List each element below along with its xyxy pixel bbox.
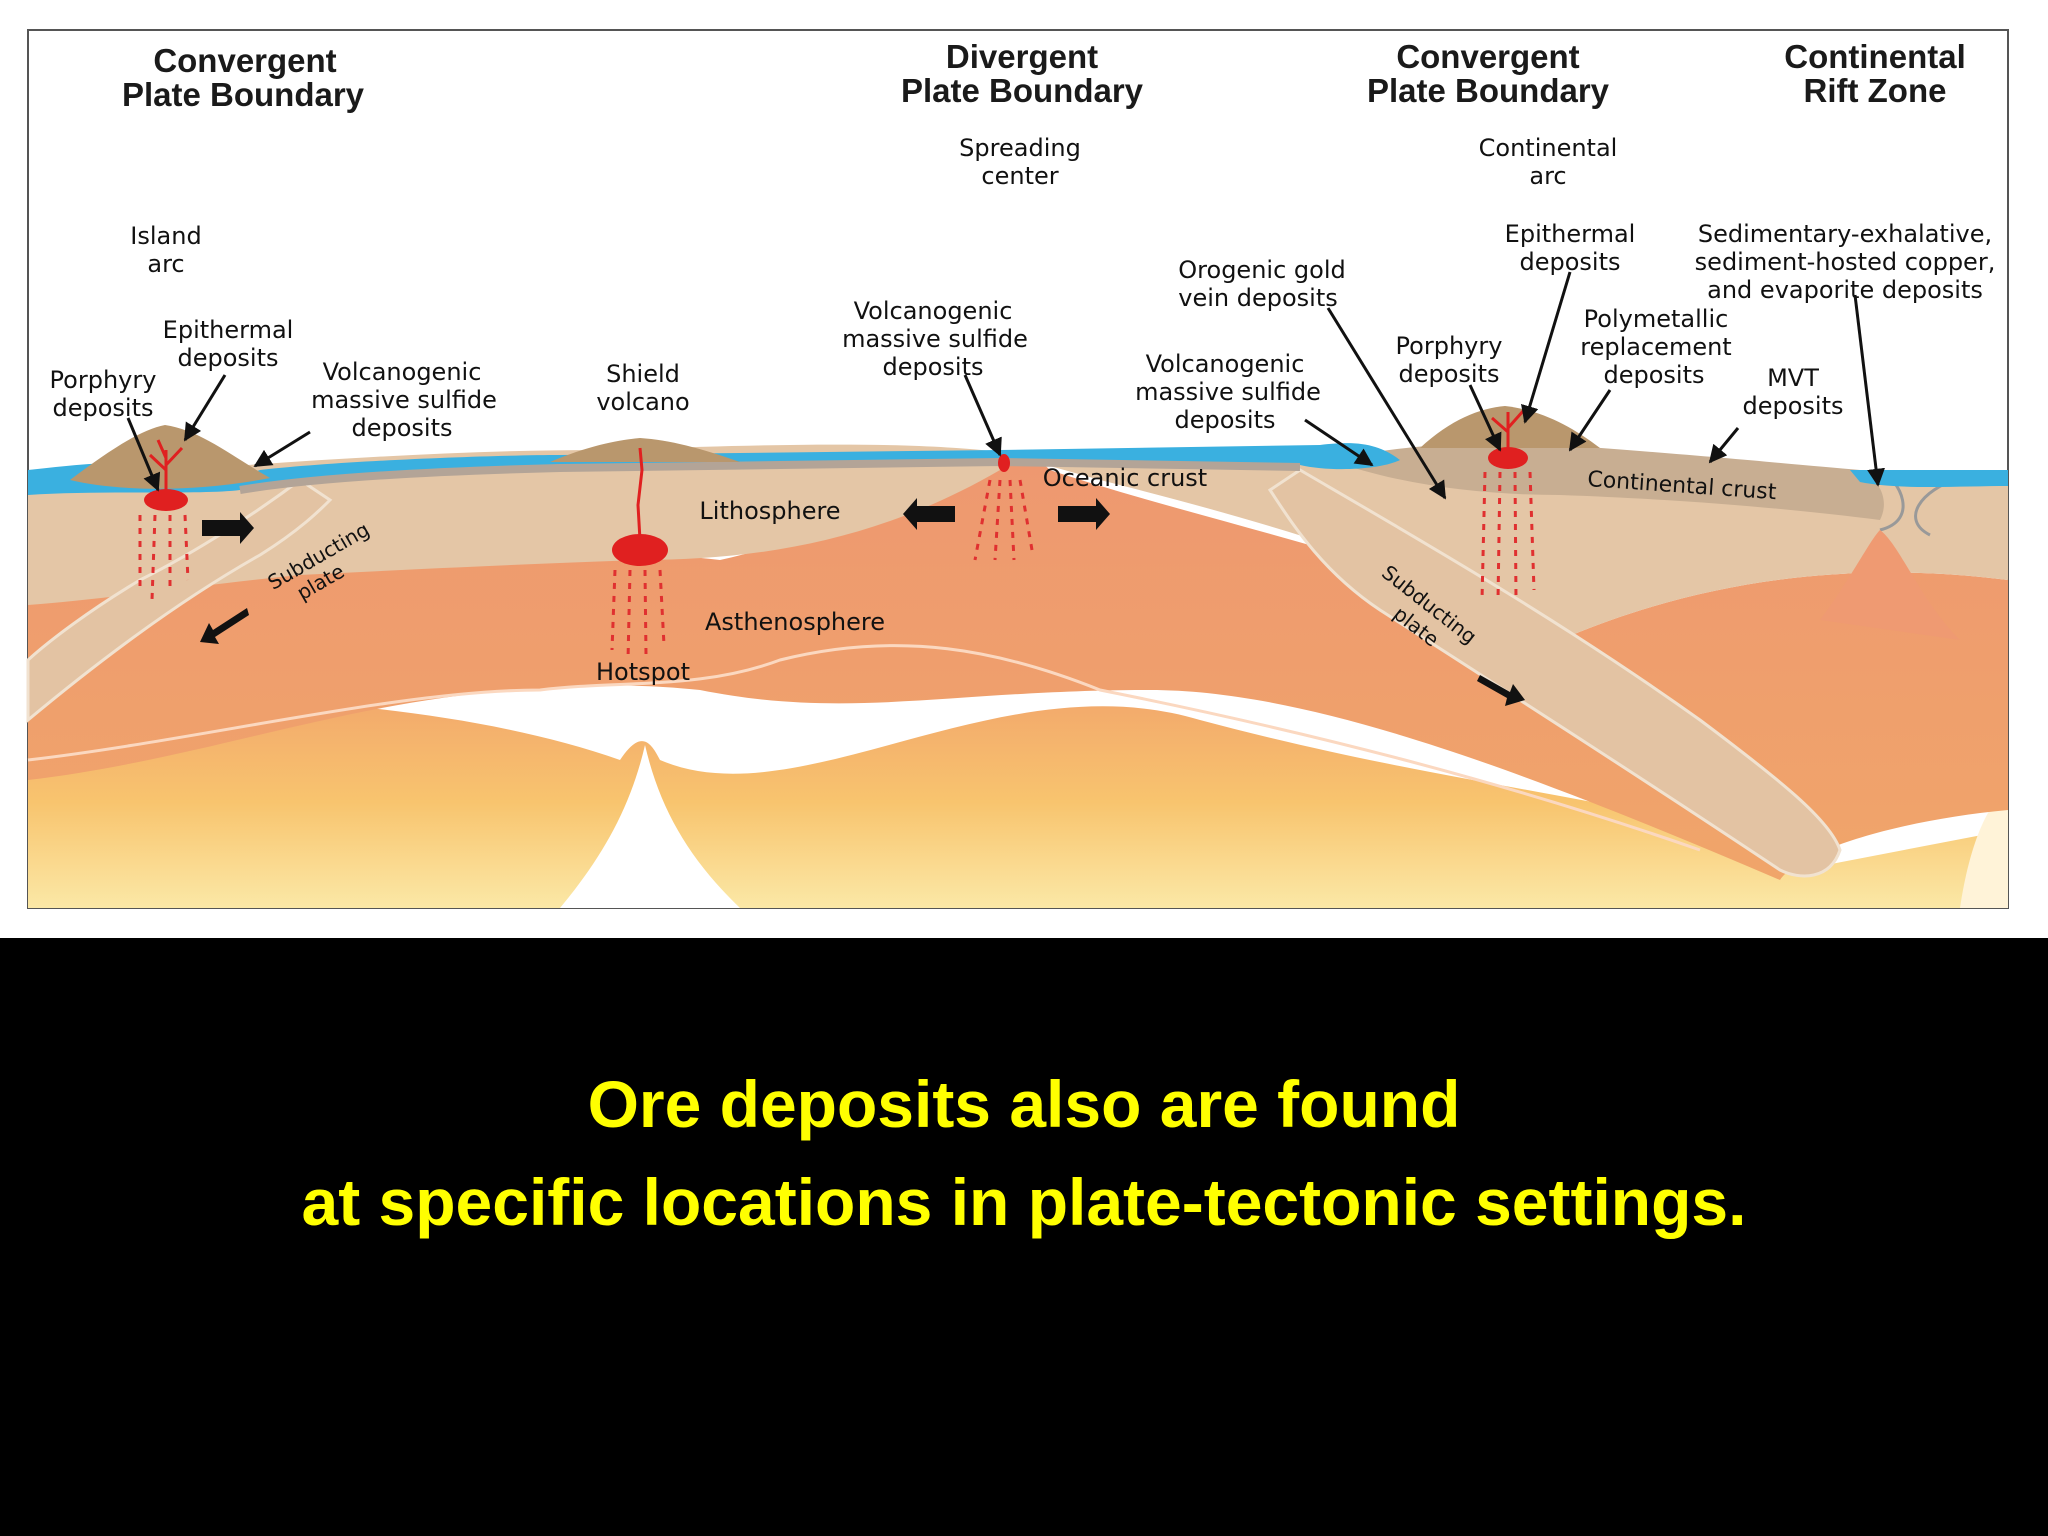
label-vms-right-2: massive sulfide <box>1135 378 1321 406</box>
shield-volcano-shape <box>550 438 740 462</box>
label-porphyry-left-1: Porphyry <box>50 366 157 394</box>
caption-line-2: at specific locations in plate-tectonic … <box>301 1165 1747 1239</box>
heading-divergent-1: Divergent <box>946 38 1098 75</box>
slide-caption: Ore deposits also are found at specific … <box>0 1055 2048 1251</box>
label-island-arc-2: arc <box>147 250 184 278</box>
label-shield-volcano-1: Shield <box>606 360 680 388</box>
subducting-plate-left <box>26 478 333 724</box>
label-orogenic-gold-1: Orogenic gold <box>1178 256 1345 284</box>
plate-tectonics-diagram: Convergent Plate Boundary Divergent Plat… <box>26 29 2009 909</box>
heading-convergent-left-1: Convergent <box>153 42 336 79</box>
label-porphyry-right-2: deposits <box>1398 360 1499 388</box>
label-polymetallic-3: deposits <box>1603 361 1704 389</box>
heading-convergent-right-1: Convergent <box>1396 38 1579 75</box>
subducting-plate-right <box>1267 468 1842 878</box>
oceanic-crust-layer <box>239 457 1301 494</box>
label-sedex-1: Sedimentary-exhalative, <box>1698 220 1992 248</box>
label-vms-center-2: massive sulfide <box>842 325 1028 353</box>
label-continental-arc-2: arc <box>1529 162 1566 190</box>
label-epithermal-right-2: deposits <box>1519 248 1620 276</box>
label-vms-left-2: massive sulfide <box>311 386 497 414</box>
continental-crust <box>1330 443 1884 520</box>
magma-left <box>144 489 188 511</box>
deep-mantle <box>28 696 2008 908</box>
deep-right-corner <box>1960 790 2008 908</box>
asthenosphere-boundary <box>27 644 1701 852</box>
magma-streaks <box>138 471 1536 661</box>
label-lithosphere: Lithosphere <box>699 497 840 525</box>
label-porphyry-right-1: Porphyry <box>1396 332 1503 360</box>
hotspot-magma <box>612 534 668 566</box>
magma-right <box>1488 447 1528 469</box>
pointer-lines <box>126 271 1885 500</box>
ocean <box>28 443 1400 495</box>
label-shield-volcano-2: volcano <box>596 388 689 416</box>
heading-convergent-right-2: Plate Boundary <box>1367 72 1610 109</box>
label-asthenosphere: Asthenosphere <box>705 608 885 636</box>
label-mvt-1: MVT <box>1767 364 1819 392</box>
rift-lake <box>1850 470 2008 487</box>
label-vms-right-3: deposits <box>1174 406 1275 434</box>
heading-divergent-2: Plate Boundary <box>901 72 1144 109</box>
label-vms-center-3: deposits <box>882 353 983 381</box>
label-hotspot: Hotspot <box>596 658 690 686</box>
label-spreading-center-2: center <box>981 162 1058 190</box>
label-spreading-center-1: Spreading <box>959 134 1081 162</box>
label-vms-left-3: deposits <box>351 414 452 442</box>
island-arc-volcano <box>70 425 270 489</box>
label-epithermal-left-1: Epithermal <box>163 316 294 344</box>
label-polymetallic-1: Polymetallic <box>1584 305 1729 333</box>
label-epithermal-left-2: deposits <box>177 344 278 372</box>
label-continental-arc-1: Continental <box>1479 134 1618 162</box>
label-mvt-2: deposits <box>1742 392 1843 420</box>
label-sedex-2: sediment-hosted copper, <box>1695 248 1996 276</box>
label-polymetallic-2: replacement <box>1580 333 1731 361</box>
plume-gap <box>560 745 740 908</box>
heading-convergent-left-2: Plate Boundary <box>122 76 365 113</box>
label-sedex-3: and evaporite deposits <box>1707 276 1983 304</box>
figure-panel: Convergent Plate Boundary Divergent Plat… <box>0 0 2048 938</box>
label-oceanic-crust: Oceanic crust <box>1043 464 1207 492</box>
label-vms-left-1: Volcanogenic <box>323 358 482 386</box>
label-vms-right-1: Volcanogenic <box>1146 350 1305 378</box>
label-porphyry-left-2: deposits <box>52 394 153 422</box>
label-vms-center-1: Volcanogenic <box>854 297 1013 325</box>
heading-rift-2: Rift Zone <box>1804 72 1947 109</box>
label-orogenic-gold-2: vein deposits <box>1178 284 1337 312</box>
label-epithermal-right-1: Epithermal <box>1505 220 1636 248</box>
label-island-arc-1: Island <box>130 222 201 250</box>
spreading-center-magma <box>998 454 1010 472</box>
caption-line-1: Ore deposits also are found <box>587 1067 1461 1141</box>
plate-motion-arrows <box>200 498 1525 706</box>
heading-rift-1: Continental <box>1784 38 1965 75</box>
rift-upwelling <box>1820 530 1960 640</box>
